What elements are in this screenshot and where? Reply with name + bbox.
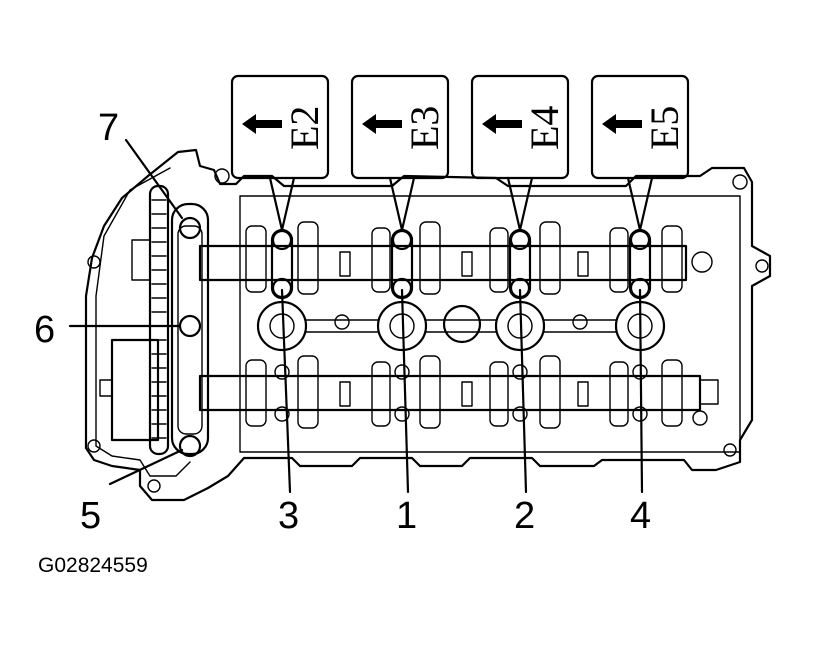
callout-3: 3 [278, 495, 299, 537]
tag-pointer [388, 176, 416, 232]
left-arrow-icon [602, 114, 642, 134]
spark-plug-wells [256, 300, 666, 352]
bolt-hole [87, 255, 101, 269]
callout-2: 2 [514, 495, 535, 537]
tag-label: E4 [522, 106, 567, 150]
exhaust-cam-lobes [245, 221, 683, 295]
intake-cam-lobes [245, 355, 719, 429]
left-arrow-icon [482, 114, 522, 134]
tag-box [230, 74, 330, 180]
cylinder-head-outline [84, 148, 772, 502]
figure-id: G02824559 [38, 554, 148, 577]
tag-pointer [268, 176, 296, 232]
bolt-hole [692, 410, 708, 426]
callout-1: 1 [396, 495, 417, 537]
timing-cover-outline [95, 167, 191, 477]
bearing-cap-bolts [271, 229, 651, 422]
intake-camshaft [198, 374, 702, 412]
tag-label: E2 [282, 106, 327, 150]
callout-6: 6 [34, 309, 55, 351]
bolt-hole [691, 251, 713, 273]
tag-e4: E4 [470, 74, 570, 232]
tag-e2: E2 [230, 74, 330, 232]
chain-guide [170, 202, 210, 456]
tag-e5: E5 [590, 74, 690, 232]
left-arrow-icon [242, 114, 282, 134]
bolt-hole [147, 479, 161, 493]
cylinder-head-inner-outline [239, 195, 741, 453]
callout-7: 7 [98, 107, 119, 149]
exhaust-camshaft [198, 244, 688, 282]
tag-pointer [506, 176, 534, 232]
callout-4: 4 [630, 495, 651, 537]
tag-e3: E3 [350, 74, 450, 232]
bolt-hole [755, 259, 769, 273]
bearing-caps-highlighted [270, 228, 652, 300]
bolt-6 [178, 314, 202, 338]
timing-chain [99, 184, 170, 456]
tag-label: E5 [642, 106, 687, 150]
bolt-7 [178, 216, 202, 240]
tag-box [350, 74, 450, 180]
bolt-hole [87, 439, 101, 453]
callout-leaders [68, 138, 644, 494]
tag-box [470, 74, 570, 180]
tag-label: E3 [402, 106, 447, 150]
bolt-hole [732, 174, 748, 190]
bolt-5 [178, 434, 202, 458]
left-arrow-icon [362, 114, 402, 134]
tag-box [590, 74, 690, 180]
callout-5: 5 [80, 495, 101, 537]
bolt-hole [723, 443, 737, 457]
tag-pointer [626, 176, 654, 232]
bolt-hole [214, 168, 230, 184]
